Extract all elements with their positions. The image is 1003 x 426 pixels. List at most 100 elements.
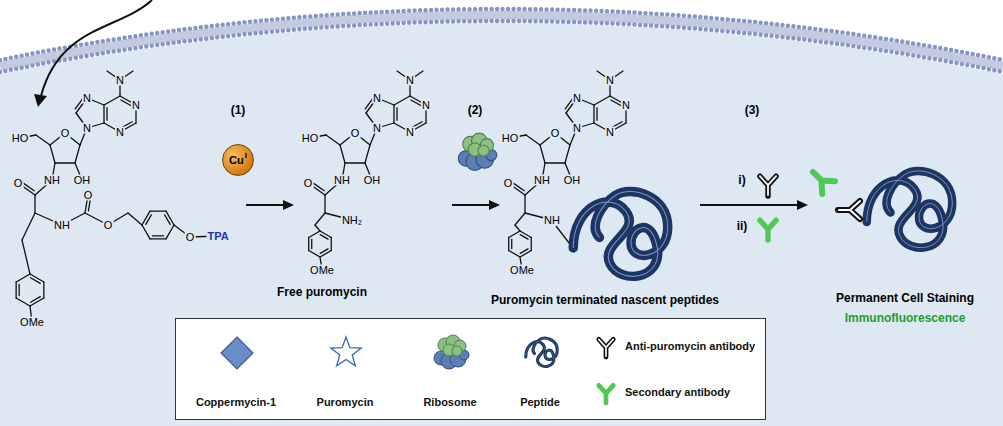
bond-line xyxy=(55,162,75,163)
bond-line xyxy=(315,225,320,231)
atom-label: O xyxy=(83,190,94,201)
bond-line xyxy=(309,251,320,258)
atom-label: O xyxy=(60,128,71,139)
bond-line xyxy=(393,105,394,123)
atom-label: O xyxy=(185,232,196,243)
atom-label: OH xyxy=(563,175,582,186)
bond-line xyxy=(508,238,509,251)
bond-line xyxy=(34,195,35,213)
bond-line xyxy=(515,213,525,225)
bond-line xyxy=(165,215,171,225)
bond-line xyxy=(22,182,34,190)
bond-line xyxy=(320,235,328,240)
bond-line xyxy=(520,249,528,254)
compound-name: Free puromycin xyxy=(276,286,368,298)
atom-label: N xyxy=(115,75,125,86)
atom-label: N xyxy=(572,123,582,134)
bond-line xyxy=(326,135,340,145)
bond-line xyxy=(396,108,397,121)
atom-label: HO xyxy=(501,133,520,144)
substep-number: ii) xyxy=(736,220,749,232)
atom-label: N xyxy=(131,100,141,111)
atom-label: N xyxy=(421,100,431,111)
step-number: (1) xyxy=(230,104,247,116)
bond-line xyxy=(18,284,19,295)
bond-line xyxy=(309,231,320,238)
bond-line xyxy=(340,145,345,163)
legend-label: Ribosome xyxy=(423,397,476,408)
bond-line xyxy=(103,105,104,123)
atom-label: O xyxy=(503,178,514,189)
atom-label: N xyxy=(621,100,631,111)
atom-label: O xyxy=(303,178,314,189)
bond-line xyxy=(15,282,16,298)
atom-label: NH xyxy=(43,175,61,186)
bond-line xyxy=(320,251,331,258)
atom-label: N xyxy=(372,93,382,104)
bond-line xyxy=(565,145,570,163)
atom-label: N xyxy=(372,123,382,134)
bond-line xyxy=(16,298,30,306)
bond-line xyxy=(545,162,565,163)
bond-line xyxy=(520,231,531,238)
atom-label: OMe xyxy=(309,265,335,276)
bond-line xyxy=(365,145,370,163)
legend-label: Coppermycin-1 xyxy=(196,397,276,408)
atom-label: OH xyxy=(363,175,382,186)
bond-line xyxy=(36,135,50,145)
bond-line xyxy=(509,231,520,238)
bond-line xyxy=(596,108,597,121)
element-symbol: Cu xyxy=(229,155,244,166)
bond-line xyxy=(146,215,152,225)
atom-label: N xyxy=(605,127,615,138)
copper-catalyst: CuI xyxy=(222,144,254,176)
bond-line xyxy=(31,278,41,284)
bond-line xyxy=(320,249,328,254)
atom-label: NH xyxy=(53,220,71,231)
legend-label: Anti-puromycin antibody xyxy=(625,341,755,352)
bond-line xyxy=(150,210,166,211)
atom-label: N xyxy=(605,75,615,86)
legend-label: Puromycin xyxy=(317,397,374,408)
bond-line xyxy=(142,225,150,239)
bond-line xyxy=(520,235,528,240)
bond-line xyxy=(312,182,324,190)
bond-line xyxy=(511,239,512,248)
atom-label: N xyxy=(82,123,92,134)
step-number: (2) xyxy=(467,104,484,116)
legend-label: Peptide xyxy=(520,397,560,408)
bond-line xyxy=(512,182,524,190)
atom-label: TPA xyxy=(206,231,229,242)
atom-label: HO xyxy=(301,133,320,144)
bond-line xyxy=(509,251,520,258)
atom-label: N xyxy=(405,75,415,86)
atom-label: N xyxy=(572,93,582,104)
bond-line xyxy=(50,145,55,163)
bond-line xyxy=(166,225,174,239)
atom-label: NH xyxy=(533,175,551,186)
bond-line xyxy=(31,297,41,303)
result-subtitle: Immunofluorescence xyxy=(844,312,967,324)
atom-label: OMe xyxy=(19,317,45,328)
bond-line xyxy=(520,251,531,258)
legend-label: Secondary antibody xyxy=(625,387,730,398)
result-title: Permanent Cell Staining xyxy=(835,292,975,304)
bond-line xyxy=(594,96,610,105)
bond-line xyxy=(320,231,331,238)
bond-line xyxy=(150,238,166,239)
atom-label: NH₂ xyxy=(341,215,363,226)
atom-label: OMe xyxy=(509,265,535,276)
bond-line xyxy=(104,96,120,105)
bond-line xyxy=(331,238,332,251)
substep-number: i) xyxy=(737,174,746,186)
bond-line xyxy=(593,105,594,123)
bond-line xyxy=(324,195,325,213)
bond-line xyxy=(106,108,107,121)
bond-line xyxy=(531,238,532,251)
bond-line xyxy=(22,240,30,274)
atom-label: O xyxy=(103,220,114,231)
bond-line xyxy=(311,239,312,248)
bond-line xyxy=(345,162,365,163)
compound-name: Puromycin terminated nascent peptides xyxy=(490,294,720,306)
